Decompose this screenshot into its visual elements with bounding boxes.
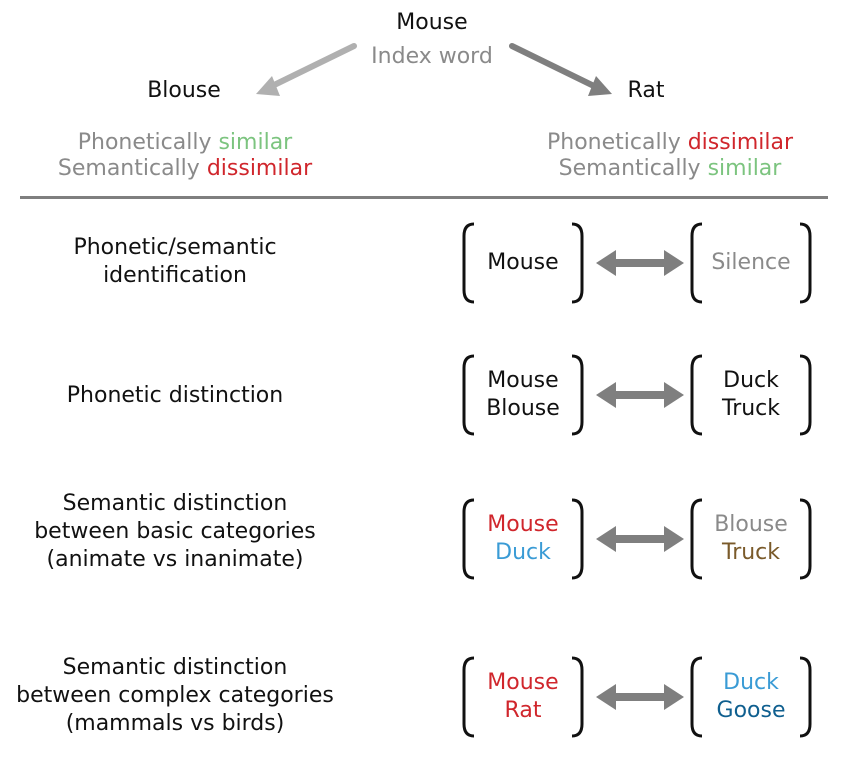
left-desc-line1-highlight: similar [218,130,293,155]
row-2-right-word-2: Truck [721,396,781,421]
right-example-word: Rat [627,78,665,103]
row-4-left-word-1: Mouse [487,670,559,695]
row-3-right-word-2: Truck [721,540,781,565]
row-3-label-line: (animate vs inanimate) [46,547,304,572]
row-3-left-word-1: Mouse [487,512,559,537]
row-2-right-word-1: Duck [723,368,779,393]
left-description: Phonetically similar Semantically dissim… [30,130,340,183]
row-4-label-line: Semantic distinction [62,655,288,680]
row-4-label-line: (mammals vs birds) [65,711,285,736]
row-2-left-word-1: Mouse [487,368,559,393]
header-arrows [256,43,612,96]
row-3-label: Semantic distinction between basic categ… [0,490,350,574]
right-desc-line1-highlight: dissimilar [687,130,793,155]
index-word: Mouse [396,10,468,35]
row-2-double-arrow-icon [596,382,684,408]
row-3-right-group: Blouse Truck [690,496,812,582]
row-1-label-line: Phonetic/semantic [73,235,277,260]
right-desc-line2-highlight: similar [707,156,782,182]
row-1-double-arrow-icon [596,250,684,276]
row-1-left-group: Mouse [462,220,584,306]
row-3-right-brackets [690,498,812,580]
row-1-right-brackets [690,222,812,304]
row-4-right-brackets [690,656,812,738]
index-word-caption: Index word [371,44,493,69]
row-3-left-brackets [462,498,584,580]
row-3-label-line: between basic categories [34,519,316,544]
row-4-left-group: Mouse Rat [462,654,584,740]
row-3-label-line: Semantic distinction [62,491,288,516]
row-4-right-group: Duck Goose [690,654,812,740]
row-2-right-group: Duck Truck [690,352,812,438]
row-4-right-word-2: Goose [716,698,786,723]
row-2-right-brackets [690,354,812,436]
row-1-label-line: identification [103,263,247,288]
row-4-left-word-2: Rat [504,698,542,723]
row-4-left-brackets [462,656,584,738]
left-desc-line1-prefix: Phonetically [77,130,219,155]
left-desc-line2-highlight: dissimilar [206,156,313,182]
row-1-right-group: Silence [690,220,812,306]
right-description: Phonetically dissimilar Semantically sim… [510,130,830,183]
row-3-left-group: Mouse Duck [462,496,584,582]
row-4-double-arrow-icon [596,684,684,710]
row-1-right-word: Silence [711,250,791,275]
header-divider [20,196,828,199]
row-4-label-line: between complex categories [16,683,334,708]
right-desc-line2-prefix: Semantically [558,156,708,182]
row-3-left-word-2: Duck [495,540,551,565]
right-desc-line1-prefix: Phonetically [547,130,688,155]
row-1-left-word: Mouse [487,250,559,275]
row-1-left-brackets [462,222,584,304]
row-2-left-word-2: Blouse [486,396,560,421]
left-example-word: Blouse [147,78,221,103]
row-1-label: Phonetic/semantic identification [0,234,350,290]
row-2-left-group: Mouse Blouse [462,352,584,438]
row-2-label: Phonetic distinction [0,382,350,410]
row-2-label-line: Phonetic distinction [66,383,284,408]
left-desc-line2-prefix: Semantically [57,156,207,182]
row-3-right-word-1: Blouse [714,512,788,537]
row-2-left-brackets [462,354,584,436]
row-3-double-arrow-icon [596,526,684,552]
row-4-right-word-1: Duck [723,670,779,695]
row-4-label: Semantic distinction between complex cat… [0,654,350,738]
